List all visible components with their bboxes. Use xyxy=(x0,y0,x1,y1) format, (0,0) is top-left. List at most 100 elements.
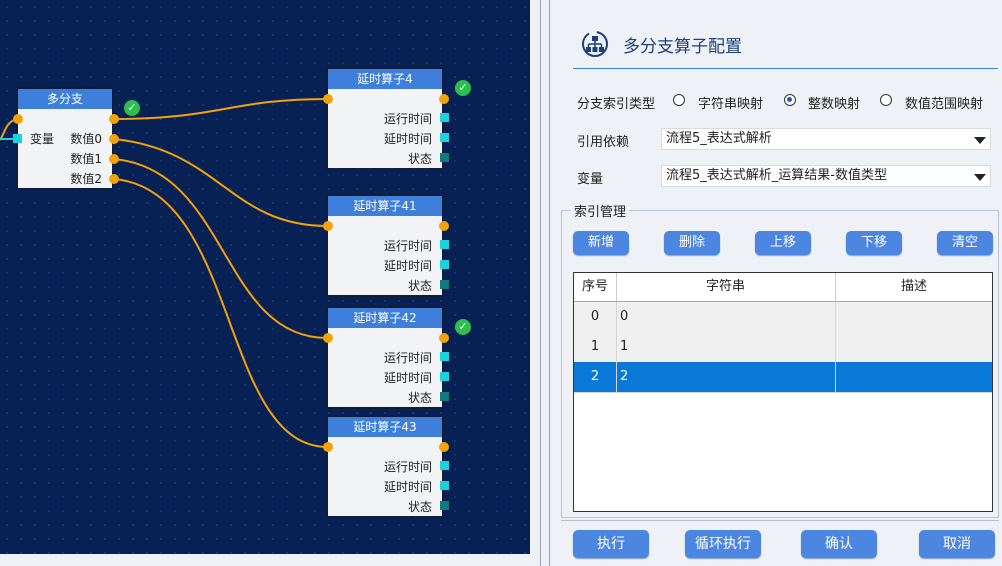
delay-node-4-port-label: 延时时间 xyxy=(383,132,432,146)
radio-range-mapping[interactable] xyxy=(880,94,892,106)
delay-node-43-port-label: 运行时间 xyxy=(383,460,432,474)
delay-node-41-delay-port[interactable] xyxy=(440,260,449,269)
delay-node-41-runtime-port[interactable] xyxy=(440,240,449,249)
index-manage-group xyxy=(561,210,999,518)
delay-node-42-in-port[interactable] xyxy=(323,333,333,343)
delay-node-42-runtime-port[interactable] xyxy=(440,352,449,361)
delay-node-4-out-port[interactable] xyxy=(439,94,449,104)
delay-node-42-title: 延时算子42 xyxy=(328,308,442,328)
config-dialog: 多分支算子配置 分支索引类型 字符串映射 整数映射 数值范围映射 引用依赖 流程… xyxy=(551,0,1002,566)
index-manage-legend: 索引管理 xyxy=(571,201,630,220)
cell-string[interactable]: 2 xyxy=(616,362,836,392)
cell-desc[interactable] xyxy=(836,302,992,332)
radio-string-mapping-label[interactable]: 字符串映射 xyxy=(698,97,764,112)
cell-index: 1 xyxy=(574,332,617,362)
branch-out-port-2[interactable] xyxy=(109,174,119,184)
wire-value0-delay4 xyxy=(113,98,329,120)
clear-button[interactable]: 清空 xyxy=(937,231,993,255)
delay-node-4-title: 延时算子4 xyxy=(328,69,442,89)
delay-node-43-port-label: 延时时间 xyxy=(383,480,432,494)
delay-node-43-out-port[interactable] xyxy=(439,442,449,452)
delay-node-42-success-check-icon: ✓ xyxy=(455,319,471,335)
chevron-down-icon[interactable] xyxy=(974,174,986,181)
branch-top-out-port[interactable] xyxy=(109,114,119,124)
variable-value: 流程5_表达式解析_运算结果-数值类型 xyxy=(666,168,887,183)
branch-node[interactable]: 多分支 变量 数值0 数值1 数值2 xyxy=(16,87,114,190)
delete-button[interactable]: 删除 xyxy=(664,231,720,255)
delay-node-41-status-port[interactable] xyxy=(440,280,449,289)
chevron-down-icon[interactable] xyxy=(974,137,986,144)
branch-output-label-2: 数值2 xyxy=(70,172,102,186)
delay-node-41-port-label: 运行时间 xyxy=(383,239,432,253)
table-row[interactable]: 1 1 xyxy=(574,332,992,363)
delay-node-4-delay-port[interactable] xyxy=(440,133,449,142)
delay-node-43-status-port[interactable] xyxy=(440,501,449,510)
column-header-string[interactable]: 字符串 xyxy=(616,273,836,301)
delay-node-4-status-port[interactable] xyxy=(440,153,449,162)
delay-node-41-title: 延时算子41 xyxy=(328,196,442,216)
delay-node-42-delay-port[interactable] xyxy=(440,372,449,381)
delay-node-4-in-port[interactable] xyxy=(323,94,333,104)
branch-out-port-0[interactable] xyxy=(109,134,119,144)
branch-top-in-port[interactable] xyxy=(13,114,23,124)
execute-button[interactable]: 执行 xyxy=(573,530,649,558)
delay-node-43[interactable]: 延时算子43 运行时间 延时时间 状态 xyxy=(326,415,444,518)
delay-node-43-delay-port[interactable] xyxy=(440,481,449,490)
wire-value1-delay41 xyxy=(113,138,329,227)
delay-node-41-port-label: 状态 xyxy=(407,279,432,293)
move-up-button[interactable]: 上移 xyxy=(755,231,811,255)
delay-node-4-port-label: 运行时间 xyxy=(383,112,432,126)
delay-node-41[interactable]: 延时算子41 运行时间 延时时间 状态 xyxy=(326,194,444,297)
cancel-button[interactable]: 取消 xyxy=(919,530,995,558)
wire-branch-delay43 xyxy=(113,178,329,448)
radio-integer-mapping-label[interactable]: 整数映射 xyxy=(808,97,861,112)
delay-node-4[interactable]: 延时算子4 运行时间 延时时间 状态 xyxy=(326,67,444,170)
move-down-button[interactable]: 下移 xyxy=(846,231,902,255)
dialog-title: 多分支算子配置 xyxy=(623,37,742,57)
column-header-index[interactable]: 序号 xyxy=(574,273,617,301)
branch-output-label-0: 数值0 xyxy=(70,132,102,146)
branch-success-check-icon: ✓ xyxy=(124,100,140,116)
branch-operator-icon xyxy=(582,31,608,57)
delay-node-43-runtime-port[interactable] xyxy=(440,461,449,470)
confirm-button[interactable]: 确认 xyxy=(801,530,877,558)
radio-range-mapping-label[interactable]: 数值范围映射 xyxy=(905,97,984,112)
table-row[interactable]: 0 0 xyxy=(574,302,992,333)
delay-node-43-in-port[interactable] xyxy=(323,442,333,452)
cell-desc[interactable] xyxy=(836,362,992,392)
title-divider xyxy=(573,68,998,69)
variable-select[interactable]: 流程5_表达式解析_运算结果-数值类型 xyxy=(661,165,991,187)
delay-node-41-in-port[interactable] xyxy=(323,221,333,231)
cell-string[interactable]: 0 xyxy=(616,302,836,332)
radio-integer-mapping[interactable] xyxy=(784,94,796,106)
branch-out-port-1[interactable] xyxy=(109,154,119,164)
branch-variable-port[interactable] xyxy=(13,134,22,143)
dependency-select[interactable]: 流程5_表达式解析 xyxy=(661,128,991,150)
branch-node-title: 多分支 xyxy=(18,89,112,109)
index-type-label: 分支索引类型 xyxy=(577,97,656,112)
radio-string-mapping[interactable] xyxy=(673,94,685,106)
delay-node-42-port-label: 延时时间 xyxy=(383,371,432,385)
delay-node-42-out-port[interactable] xyxy=(439,333,449,343)
delay-node-42-status-port[interactable] xyxy=(440,392,449,401)
add-button[interactable]: 新增 xyxy=(573,231,629,255)
dependency-label: 引用依赖 xyxy=(577,135,630,150)
delay-node-43-title: 延时算子43 xyxy=(328,417,442,437)
loop-execute-button[interactable]: 循环执行 xyxy=(685,530,761,558)
cell-desc[interactable] xyxy=(836,332,992,362)
delay-node-41-out-port[interactable] xyxy=(439,221,449,231)
delay-node-42[interactable]: 延时算子42 运行时间 延时时间 状态 xyxy=(326,306,444,409)
wire-value2-delay42 xyxy=(113,158,329,339)
cell-string[interactable]: 1 xyxy=(616,332,836,362)
variable-label: 变量 xyxy=(577,172,604,187)
delay-node-41-port-label: 延时时间 xyxy=(383,259,432,273)
delay-node-42-port-label: 运行时间 xyxy=(383,351,432,365)
flow-canvas[interactable]: 多分支 变量 数值0 数值1 数值2 ✓ 延时算子4 运行时间 延时时间 状态 … xyxy=(0,0,530,554)
delay-node-4-runtime-port[interactable] xyxy=(440,113,449,122)
footer-divider xyxy=(561,520,999,521)
delay-node-4-port-label: 状态 xyxy=(407,152,432,166)
table-row-selected[interactable]: 2 2 xyxy=(574,362,992,393)
index-table[interactable]: 序号 字符串 描述 0 0 1 1 2 2 xyxy=(573,272,993,512)
connection-wires xyxy=(0,98,329,448)
column-header-desc[interactable]: 描述 xyxy=(900,279,927,294)
